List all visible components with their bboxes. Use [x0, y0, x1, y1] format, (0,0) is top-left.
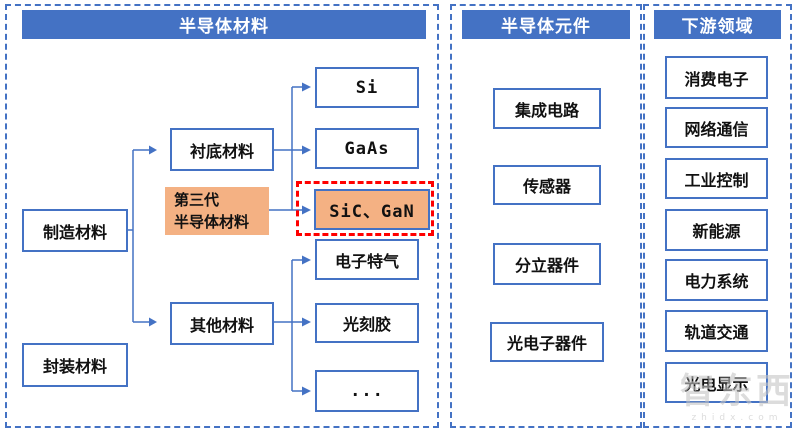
- label-third-gen-semiconductor-materials: 第三代 半导体材料: [165, 187, 269, 235]
- header-semiconductor-components: 半导体元件: [462, 10, 630, 39]
- box-other-materials: 其他材料: [170, 302, 274, 345]
- header-downstream-fields: 下游领域: [654, 10, 781, 39]
- panel-downstream-fields: [643, 4, 792, 428]
- box-manufacturing-materials: 制造材料: [22, 209, 128, 252]
- header-semiconductor-materials: 半导体材料: [22, 10, 426, 39]
- box-si: Si: [315, 67, 419, 108]
- panel-semiconductor-materials: [5, 4, 439, 428]
- box-packaging-materials: 封装材料: [22, 343, 128, 387]
- box-industrial-control: 工业控制: [665, 158, 768, 199]
- box-power-systems: 电力系统: [665, 259, 768, 301]
- box-sensors: 传感器: [493, 165, 601, 205]
- box-electronic-special-gases: 电子特气: [315, 239, 419, 280]
- third-gen-line2: 半导体材料: [174, 213, 250, 231]
- box-sic-gan: SiC、GaN: [314, 189, 430, 230]
- box-optoelectronic-devices: 光电子器件: [490, 322, 604, 362]
- third-gen-line1: 第三代: [174, 190, 220, 209]
- box-rail-transit: 轨道交通: [665, 310, 768, 352]
- box-new-energy: 新能源: [665, 209, 768, 251]
- box-optoelectronic-display: 光电显示: [665, 362, 768, 403]
- box-gaas: GaAs: [315, 128, 419, 169]
- box-photoresist: 光刻胶: [315, 303, 419, 343]
- box-integrated-circuits: 集成电路: [493, 88, 601, 129]
- box-network-communications: 网络通信: [665, 107, 768, 148]
- box-discrete-devices: 分立器件: [493, 243, 601, 285]
- box-consumer-electronics: 消费电子: [665, 56, 768, 99]
- box-substrate-materials: 衬底材料: [170, 128, 274, 171]
- panel-semiconductor-components: [450, 4, 642, 428]
- box-more-materials: ...: [315, 370, 419, 412]
- sic-gan-highlight-outline: [296, 181, 434, 236]
